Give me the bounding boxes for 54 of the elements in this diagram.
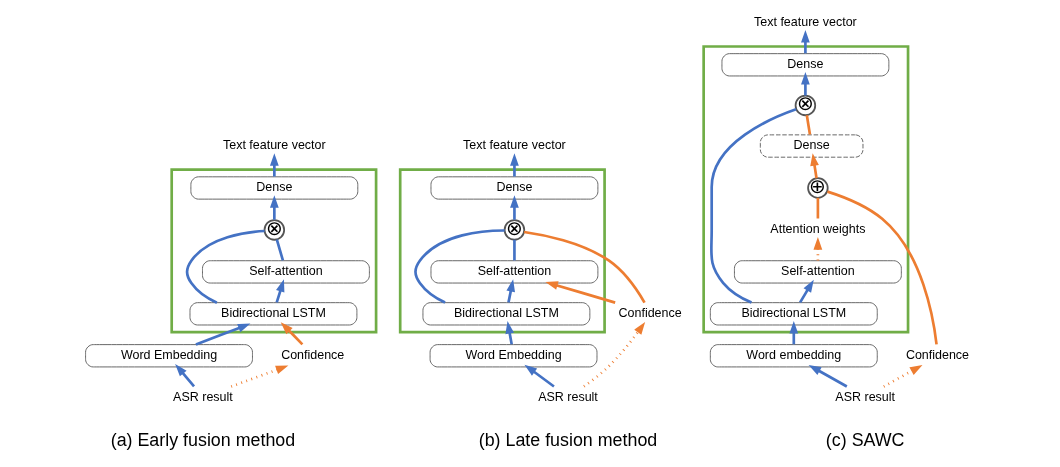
arrow bbox=[274, 279, 284, 303]
arrow bbox=[800, 71, 810, 96]
connector bbox=[512, 239, 516, 261]
arrow bbox=[269, 153, 279, 177]
node-text: Confidence bbox=[280, 348, 344, 363]
node-circle: ⊗ bbox=[503, 219, 525, 241]
node-text: Confidence bbox=[618, 306, 682, 321]
node-circle: ⊗ bbox=[263, 219, 285, 241]
arrow bbox=[509, 195, 519, 220]
arrow bbox=[230, 365, 288, 388]
node-text: Text feature vector bbox=[753, 15, 857, 30]
node-box: Self-attention bbox=[430, 260, 598, 284]
node-box: Bidirectional LSTM bbox=[189, 302, 357, 326]
node-box: Word embedding bbox=[709, 344, 878, 368]
connector bbox=[523, 230, 646, 304]
arrow bbox=[174, 363, 195, 388]
node-text: Attention weights bbox=[769, 222, 865, 237]
node-box: Self-attention bbox=[733, 260, 902, 284]
arrow bbox=[800, 30, 810, 54]
arrow bbox=[882, 365, 922, 388]
node-text: Confidence bbox=[905, 348, 969, 363]
node-text: ASR result bbox=[834, 390, 895, 405]
node-box: Self-attention bbox=[201, 260, 370, 284]
connector bbox=[816, 197, 819, 219]
node-text: ASR result bbox=[172, 390, 233, 405]
arrow bbox=[509, 153, 519, 177]
arrow bbox=[808, 365, 847, 388]
arrow bbox=[798, 279, 814, 304]
connector bbox=[805, 115, 811, 135]
node-box: Dense bbox=[189, 176, 358, 200]
label: (a) Early fusion method bbox=[110, 430, 295, 451]
node-text: Text feature vector bbox=[462, 138, 566, 153]
node-box: Dense bbox=[430, 176, 598, 200]
node-box: Dense bbox=[759, 134, 863, 158]
node-box: Bidirectional LSTM bbox=[709, 302, 878, 326]
connector bbox=[826, 190, 938, 345]
node-box: Dense bbox=[721, 53, 889, 77]
arrow bbox=[280, 322, 303, 346]
arrow bbox=[523, 364, 555, 388]
node-box: Word Embedding bbox=[84, 344, 253, 368]
arrow bbox=[582, 322, 645, 388]
node-box: Bidirectional LSTM bbox=[422, 302, 590, 326]
node-circle: ⊕ bbox=[806, 177, 829, 199]
node-text: Text feature vector bbox=[222, 138, 326, 153]
arrow bbox=[269, 195, 279, 220]
node-box: Word Embedding bbox=[429, 344, 597, 368]
label: (b) Late fusion method bbox=[478, 430, 657, 451]
connector bbox=[275, 239, 284, 261]
node-circle: ⊗ bbox=[794, 94, 816, 117]
arrow bbox=[544, 281, 616, 304]
label: (c) SAWC bbox=[825, 430, 905, 451]
arrow bbox=[504, 321, 514, 345]
arrow bbox=[788, 321, 798, 345]
node-text: ASR result bbox=[537, 390, 598, 405]
